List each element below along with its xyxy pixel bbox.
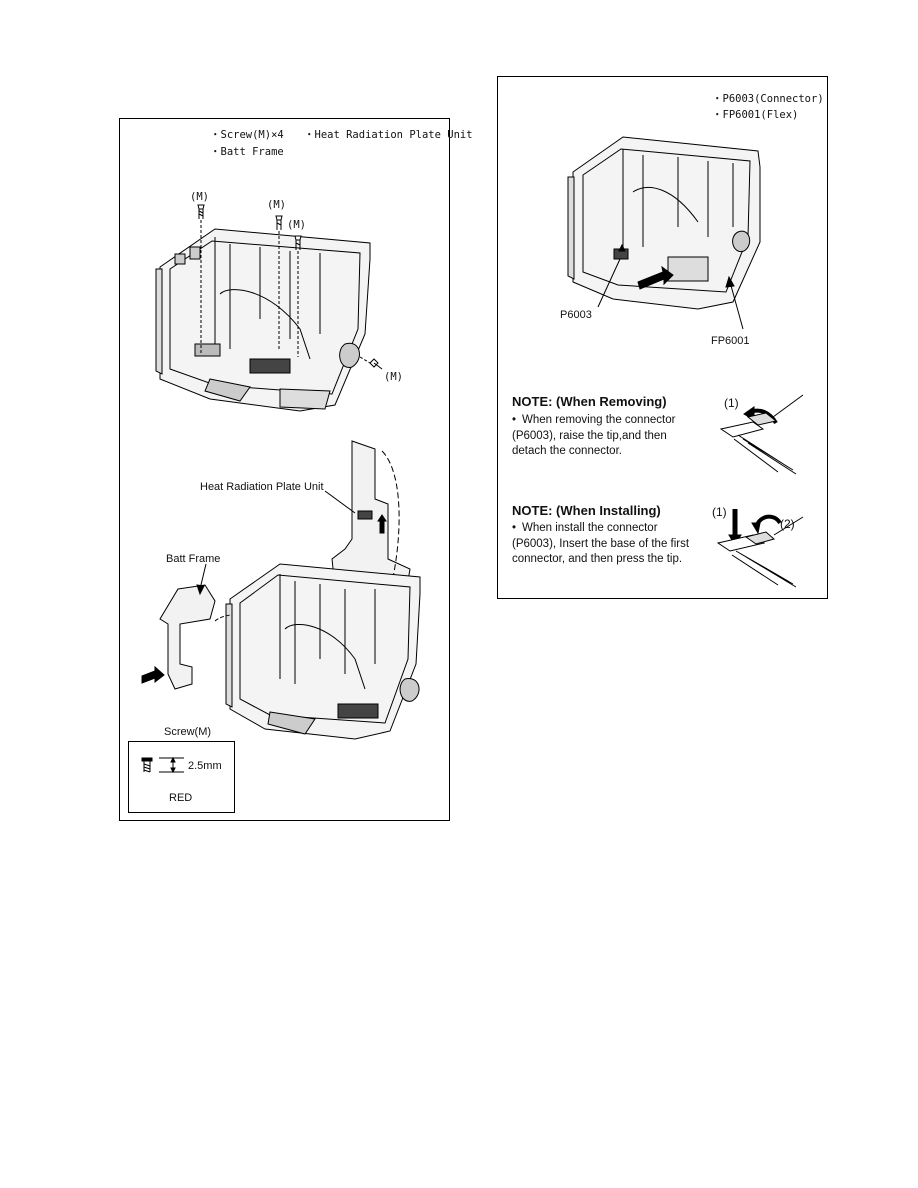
screw-label-2: (M) <box>267 199 286 211</box>
note-installing-body: •When install the connector (P6003), Ins… <box>512 522 690 565</box>
note-installing-text: When install the connector (P6003), Inse… <box>512 522 690 565</box>
parts-list-item-connector: ・P6003(Connector) <box>712 93 824 105</box>
note-removing-body: •When removing the connector (P6003), ra… <box>512 414 676 457</box>
batt-frame-callout: Batt Frame <box>166 553 221 565</box>
note-removing-title: NOTE: (When Removing) <box>512 394 667 409</box>
parts-list-item-flex: ・FP6001(Flex) <box>712 109 799 121</box>
parts-list-item-heat-plate: ・Heat Radiation Plate Unit <box>304 129 473 141</box>
right-panel: ・P6003(Connector) ・FP6001(Flex) P6003 FP… <box>497 76 828 599</box>
screw-spec-color: RED <box>169 792 193 804</box>
removing-step-1: (1) <box>724 396 739 410</box>
installing-step-1: (1) <box>712 505 727 519</box>
callout-fp6001: FP6001 <box>711 335 750 347</box>
note-installing-title: NOTE: (When Installing) <box>512 503 661 518</box>
screw-spec-length: 2.5mm <box>188 760 222 772</box>
camera-frame-bottom-drawing <box>141 440 421 740</box>
heat-plate-callout: Heat Radiation Plate Unit <box>200 481 324 493</box>
screw-label-1: (M) <box>190 191 209 203</box>
installing-connector-drawing <box>716 509 804 588</box>
removing-connector-drawing <box>719 394 804 475</box>
left-panel: ・Screw(M)×4 ・Heat Radiation Plate Unit ・… <box>119 118 473 821</box>
camera-frame-top-drawing <box>155 204 383 412</box>
callout-p6003: P6003 <box>560 309 592 321</box>
screw-label-3: (M) <box>287 219 306 231</box>
parts-list-item-screw: ・Screw(M)×4 <box>210 129 284 141</box>
parts-list-item-batt-frame: ・Batt Frame <box>210 146 284 158</box>
screw-spec-title: Screw(M) <box>164 726 212 738</box>
screw-label-4: (M) <box>384 371 403 383</box>
connector-location-drawing <box>567 136 761 330</box>
screw-spec-box: 2.5mm RED <box>128 741 235 813</box>
note-removing-text: When removing the connector (P6003), rai… <box>512 414 676 457</box>
screw-spec-drawing <box>141 756 184 774</box>
installing-step-2: (2) <box>780 517 795 531</box>
